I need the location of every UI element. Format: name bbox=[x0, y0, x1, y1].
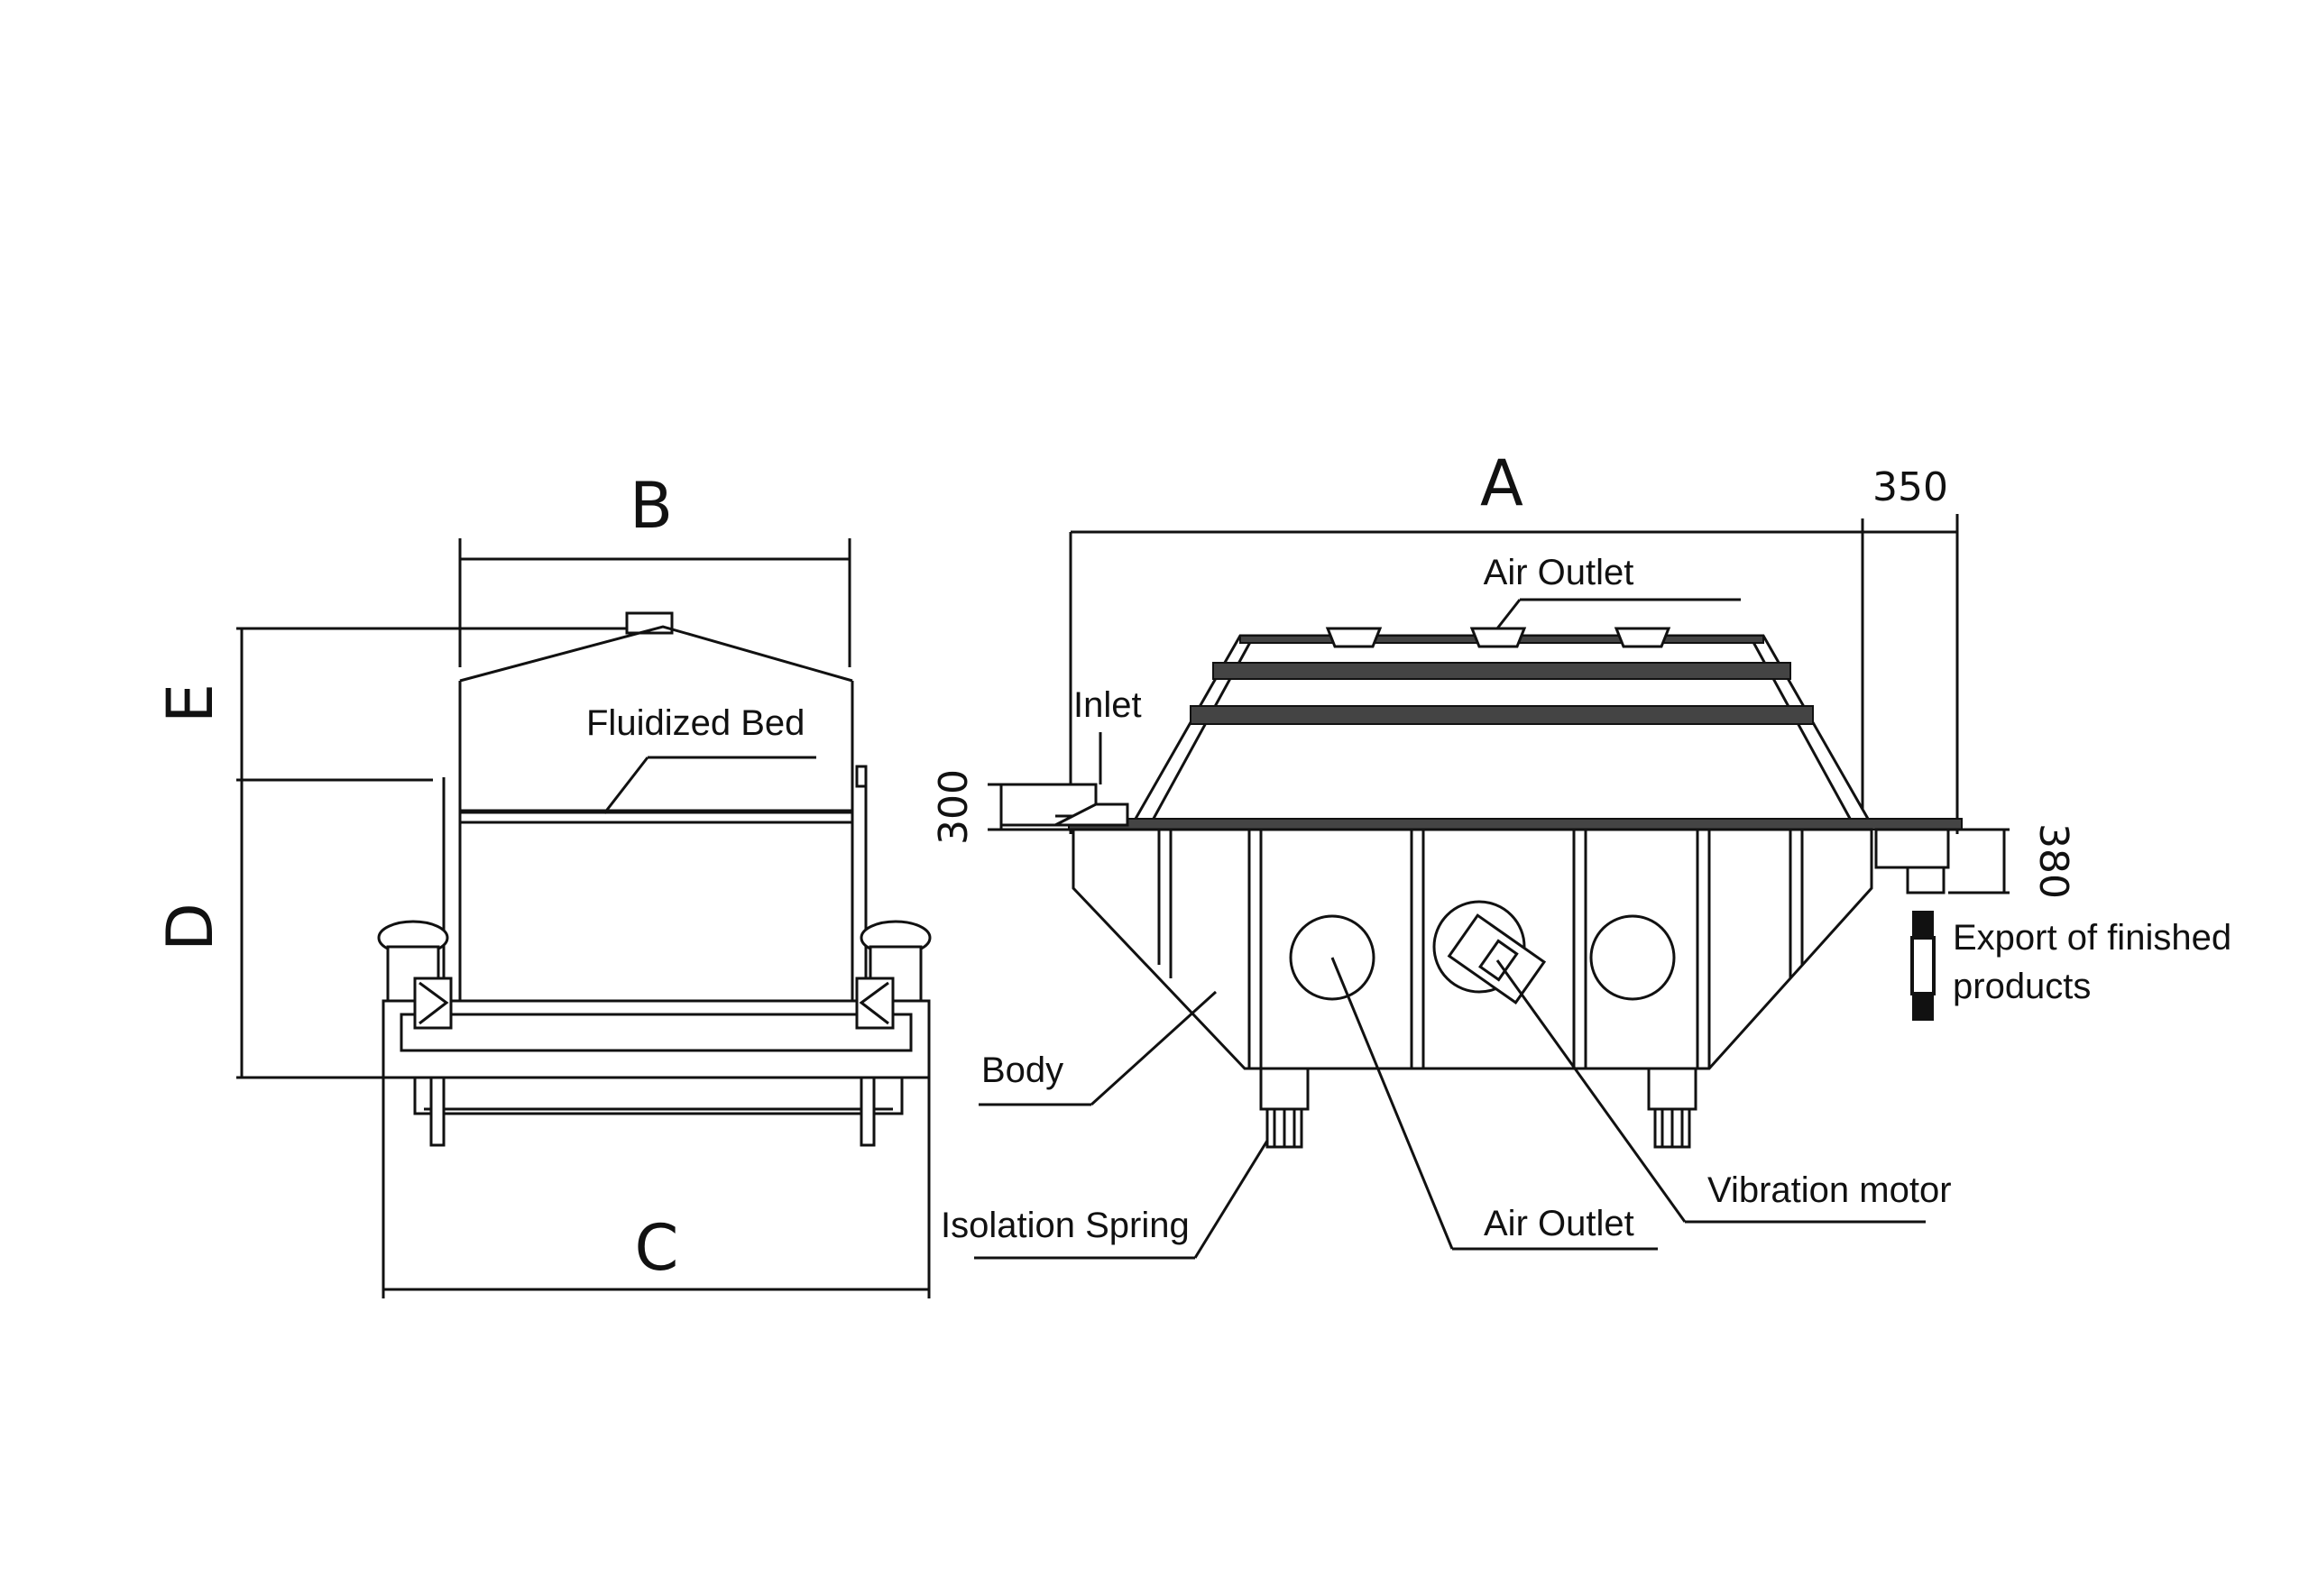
dim-c-label: C bbox=[635, 1211, 679, 1285]
dim-a-label: A bbox=[1480, 446, 1523, 520]
isolation-springs bbox=[1259, 1067, 1697, 1149]
dim-e-label: E bbox=[153, 683, 227, 723]
product-outlet-chute bbox=[1874, 828, 1950, 894]
end-view: B E D bbox=[153, 469, 932, 1298]
air-outlet-port-right bbox=[1589, 914, 1676, 1001]
dim-d-label: D bbox=[153, 903, 227, 951]
inlet-label: Inlet bbox=[1073, 685, 1142, 725]
body-label: Body bbox=[981, 1050, 1063, 1090]
dim-380-label: 380 bbox=[2030, 823, 2076, 899]
air-outlet-top-label: Air Outlet bbox=[1484, 553, 1634, 592]
export-legend-icon bbox=[1910, 911, 1936, 1021]
export-label-line1: Export of finished bbox=[1953, 918, 2231, 958]
export-label-line2: products bbox=[1953, 967, 2091, 1006]
inlet-chute bbox=[999, 783, 1129, 827]
fluidized-bed-label: Fluidized Bed bbox=[586, 703, 805, 743]
end-right-motor bbox=[855, 920, 932, 1030]
dim-350-label: 350 bbox=[1872, 464, 1948, 510]
body-ribs bbox=[1157, 830, 1804, 1069]
dim-300-label: 300 bbox=[931, 769, 977, 845]
dim-b-label: B bbox=[630, 469, 673, 543]
isolation-spring-label: Isolation Spring bbox=[941, 1206, 1190, 1245]
side-view: A 350 bbox=[931, 446, 2231, 1260]
top-vents bbox=[1325, 627, 1671, 648]
end-left-motor bbox=[377, 920, 453, 1030]
air-outlet-bottom-label: Air Outlet bbox=[1484, 1204, 1634, 1243]
vibration-motor-label: Vibration motor bbox=[1707, 1170, 1952, 1210]
